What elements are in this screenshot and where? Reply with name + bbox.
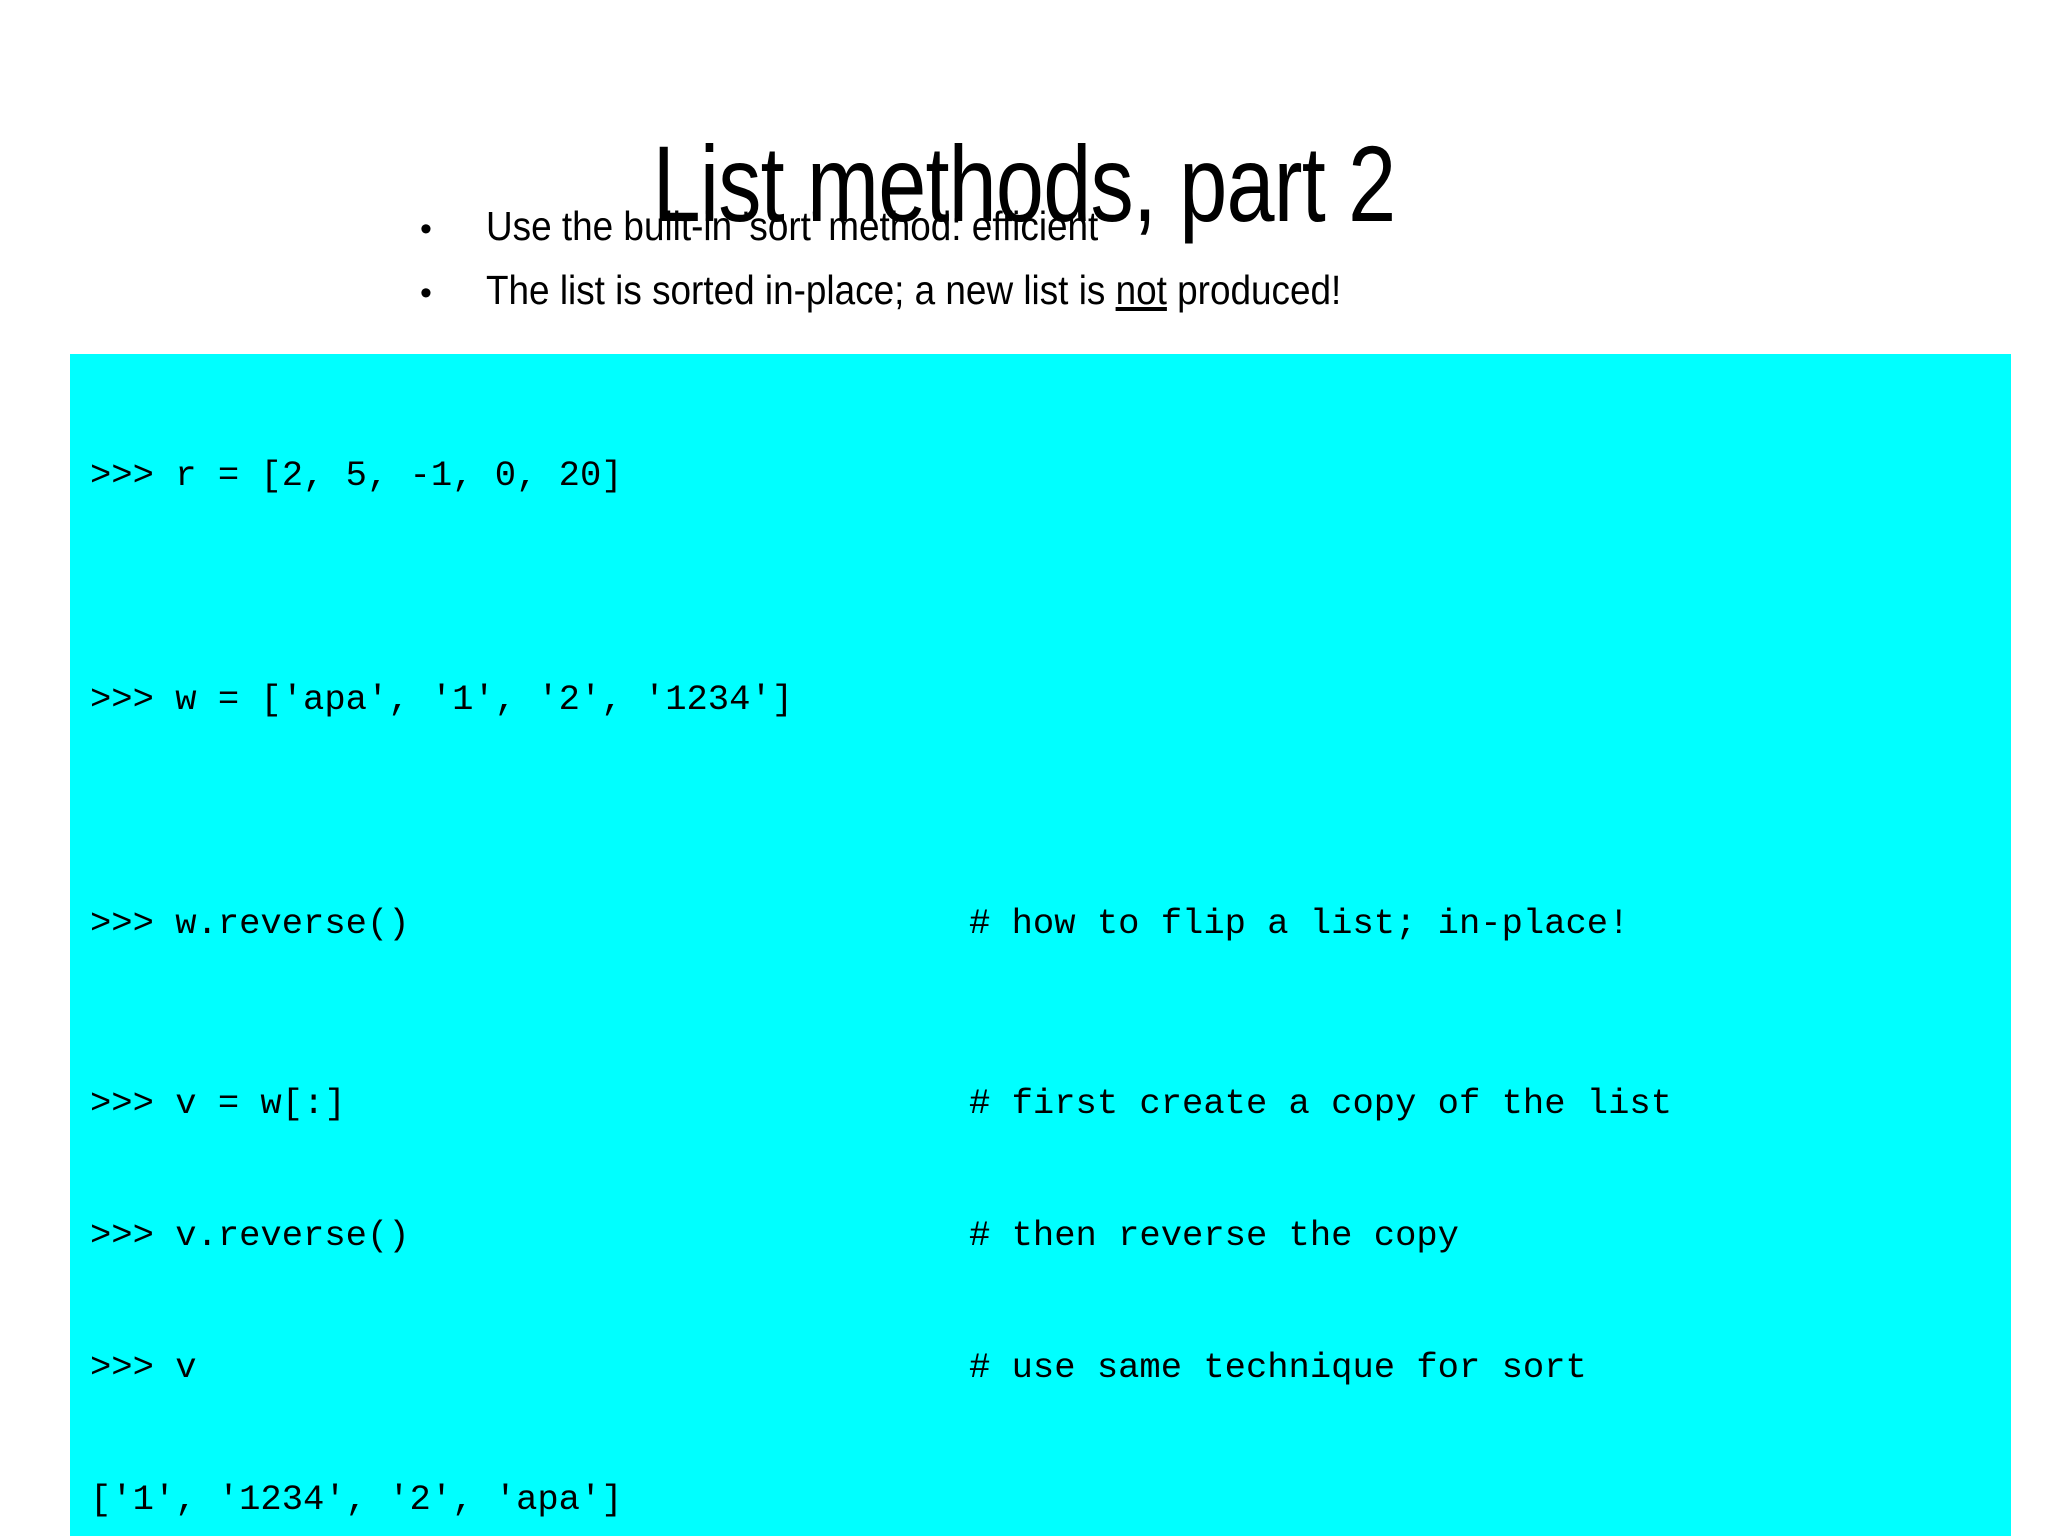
list-item: • The list is sorted in-place; a new lis… [420, 266, 1780, 314]
code-comment: # then reverse the copy [969, 1215, 1459, 1256]
code-line: ['1', '1234', '2', 'apa'] [90, 1478, 2011, 1522]
code-text: >>> w.reverse() [90, 903, 410, 944]
bullet-text: The list is sorted in-place; a new list … [486, 266, 1651, 314]
code-text: ['1', '1234', '2', 'apa'] [90, 1479, 623, 1520]
list-item: • Use the built-in 'sort' method: effici… [420, 202, 1780, 250]
bullet-text: Use the built-in 'sort' method: efficien… [486, 202, 1651, 250]
bullet-text-pre: The list is sorted in-place; a new list … [486, 267, 1116, 314]
code-text: >>> r = [2, 5, -1, 0, 20] [90, 455, 623, 496]
code-text: >>> v [90, 1347, 197, 1388]
code-comment: # use same technique for sort [969, 1347, 1587, 1388]
code-line: >>> v = w[:] # first create a copy of the… [90, 1082, 2011, 1126]
code-text: >>> w = ['apa', '1', '2', '1234'] [90, 679, 794, 720]
bullet-marker-icon: • [420, 274, 432, 313]
code-line: >>> w = ['apa', '1', '2', '1234'] [90, 678, 2011, 722]
code-line: >>> w.reverse() # how to flip a list; in-… [90, 902, 2011, 946]
code-line: >>> v.reverse() # then reverse the copy [90, 1214, 2011, 1258]
page-title: List methods, part 2 [652, 123, 1397, 245]
bullet-marker-icon: • [420, 210, 432, 248]
bullet-list: • Use the built-in 'sort' method: effici… [420, 202, 1780, 331]
code-comment: # first create a copy of the list [969, 1083, 1673, 1124]
code-block-4: >>> v = w[:] # first create a copy of the… [70, 982, 2011, 1536]
code-text: >>> v.reverse() [90, 1215, 410, 1256]
bullet-text-post: produced! [1166, 267, 1342, 314]
code-line: >>> v # use same technique for sort [90, 1346, 2011, 1390]
code-line: >>> r = [2, 5, -1, 0, 20] [90, 454, 2011, 498]
bullet-text-pre: Use the built-in 'sort' method: efficien… [486, 203, 1099, 249]
code-comment: # how to flip a list; in-place! [969, 903, 1630, 944]
bullet-text-emphasis: not [1115, 267, 1167, 314]
code-text: >>> v = w[:] [90, 1083, 346, 1124]
